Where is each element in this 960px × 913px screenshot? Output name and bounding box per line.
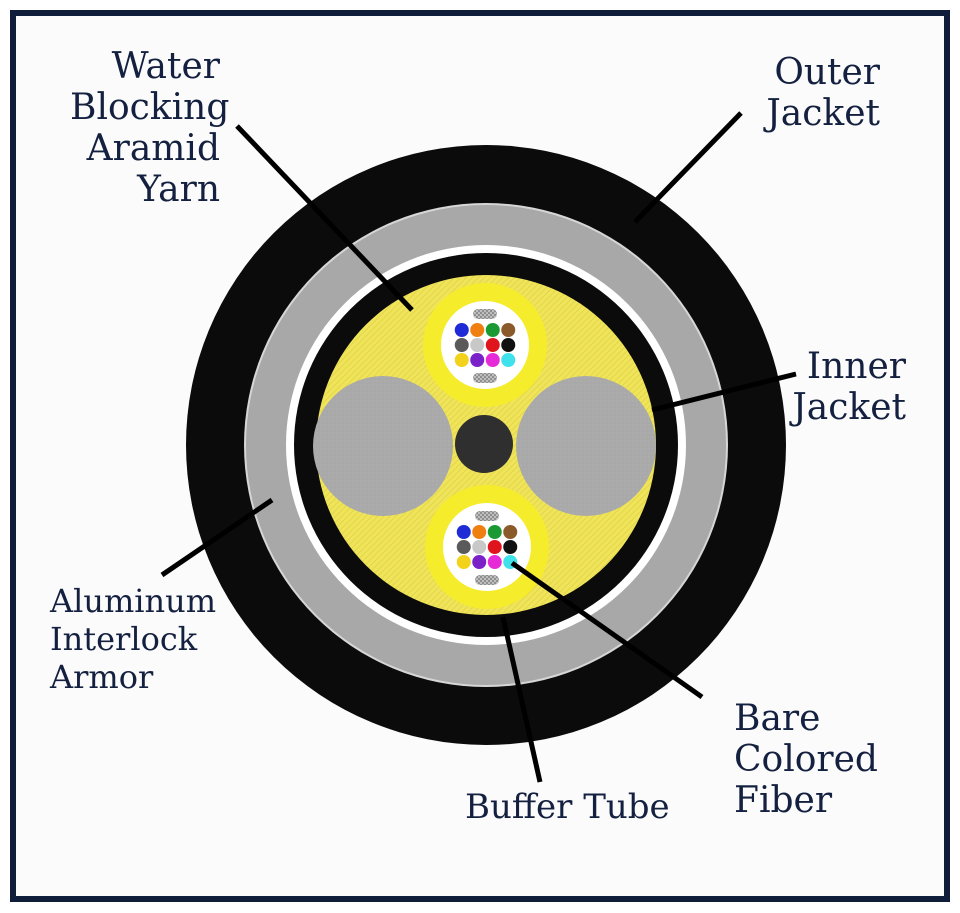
label-bare-colored-fiber: Bare Colored Fiber <box>734 698 878 821</box>
leader-outer-jacket <box>633 111 743 224</box>
label-aluminum-interlock-armor: Aluminum Interlock Armor <box>50 582 217 696</box>
label-line: Armor <box>50 658 154 696</box>
leader-aluminum-armor <box>160 497 274 578</box>
leader-inner-jacket <box>651 371 797 413</box>
label-line: Jacket <box>792 387 906 428</box>
label-line: Interlock <box>50 620 198 658</box>
bare-colored-fiber <box>485 338 500 352</box>
central-strength-member <box>455 415 513 473</box>
leader-buffer-tube <box>500 616 543 783</box>
leader-water-blocking <box>235 124 414 312</box>
leader-bare-fiber <box>510 560 704 700</box>
bare-colored-fiber <box>456 540 471 554</box>
label-outer-jacket: Outer Jacket <box>740 52 880 134</box>
label-line: Fiber <box>734 780 833 821</box>
bare-colored-fiber <box>501 323 516 337</box>
label-line: Water <box>111 46 220 87</box>
water-blocking-gel <box>473 309 497 319</box>
label-water-blocking-aramid-yarn: Water Blocking Aramid Yarn <box>70 46 230 210</box>
bare-colored-fiber <box>472 540 487 554</box>
bare-colored-fiber <box>472 525 487 539</box>
bare-colored-fiber <box>487 555 502 569</box>
buffer-tube-core <box>441 301 529 389</box>
bare-colored-fiber <box>501 353 516 367</box>
water-blocking-gel <box>475 575 499 585</box>
label-line: Inner <box>806 346 906 387</box>
label-line: Blocking <box>70 87 230 128</box>
bare-colored-fiber <box>503 540 518 554</box>
water-blocking-gel <box>473 373 497 383</box>
label-inner-jacket: Inner Jacket <box>780 346 906 428</box>
bare-colored-fiber <box>472 555 487 569</box>
water-blocking-gel <box>475 511 499 521</box>
filler-right <box>516 376 656 516</box>
buffer-tube-bottom <box>425 485 549 609</box>
bare-colored-fiber <box>485 323 500 337</box>
bare-colored-fiber <box>470 338 485 352</box>
bare-colored-fiber <box>454 353 469 367</box>
bare-colored-fiber <box>485 353 500 367</box>
bare-colored-fiber <box>454 323 469 337</box>
bare-colored-fiber <box>501 338 516 352</box>
label-line: Aramid <box>86 128 220 169</box>
label-line: Yarn <box>137 169 220 210</box>
label-line: Aluminum <box>50 582 217 620</box>
bare-colored-fiber <box>487 540 502 554</box>
label-line: Buffer Tube <box>465 787 670 827</box>
label-line: Colored <box>734 739 878 780</box>
label-line: Jacket <box>766 93 880 134</box>
bare-colored-fiber <box>454 338 469 352</box>
buffer-tube-top <box>423 283 547 407</box>
bare-colored-fiber <box>470 353 485 367</box>
bare-colored-fiber <box>487 525 502 539</box>
label-buffer-tube: Buffer Tube <box>465 787 670 828</box>
buffer-tube-core <box>443 503 531 591</box>
label-line: Outer <box>774 52 880 93</box>
label-line: Bare <box>734 698 821 739</box>
filler-left <box>313 376 453 516</box>
bare-colored-fiber <box>456 555 471 569</box>
bare-colored-fiber <box>470 323 485 337</box>
bare-colored-fiber <box>503 525 518 539</box>
bare-colored-fiber <box>456 525 471 539</box>
